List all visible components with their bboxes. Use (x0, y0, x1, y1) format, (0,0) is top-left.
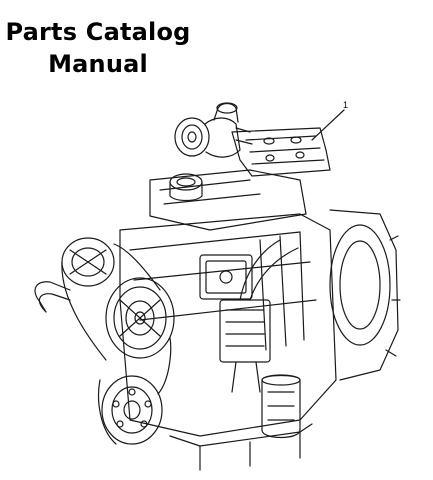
engine-base (169, 423, 313, 471)
part-callout-number: 1 (343, 100, 349, 110)
drive-belt (61, 243, 172, 445)
valve-cover (231, 127, 331, 177)
cover-title: Parts Catalog Manual (0, 16, 196, 80)
coolant-hose (34, 281, 71, 313)
title-line-1: Parts Catalog (5, 18, 191, 46)
oil-filter (261, 374, 301, 439)
fuel-injection-pump (219, 239, 299, 393)
damper-pulley (101, 375, 163, 445)
alternator (61, 237, 115, 287)
callout-leader-line (311, 109, 345, 141)
intake-manifold (149, 169, 307, 231)
crankshaft-pulley (105, 277, 175, 359)
turbocharger (174, 102, 253, 158)
title-line-2: Manual (48, 50, 148, 78)
flywheel-housing (329, 209, 401, 381)
